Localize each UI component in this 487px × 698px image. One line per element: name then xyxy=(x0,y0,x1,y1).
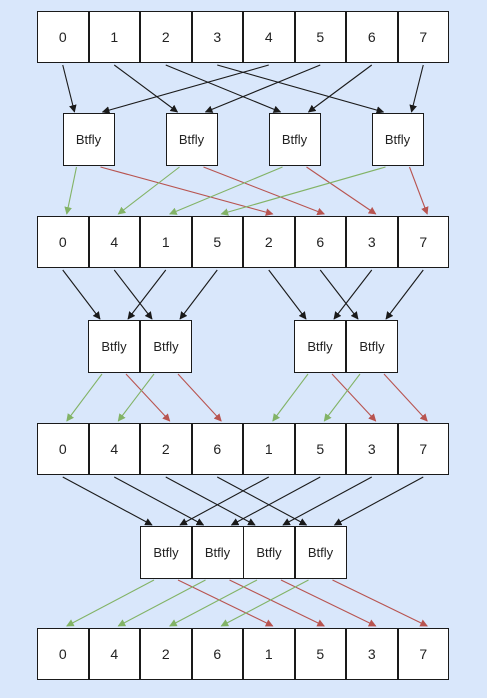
output-arrow-low xyxy=(220,166,386,216)
row-3-cell-0: 0 xyxy=(37,628,89,680)
output-arrow-high xyxy=(332,579,428,627)
output-arrow-high xyxy=(177,579,274,627)
output-arrow-high xyxy=(331,373,377,422)
input-arrow xyxy=(62,476,153,526)
output-arrow-low xyxy=(220,579,309,627)
output-arrow-high xyxy=(383,373,428,422)
input-arrow xyxy=(217,64,385,114)
input-arrow xyxy=(179,269,218,320)
row-0-cell-4: 4 xyxy=(243,11,295,63)
butterfly-stage-1-block-0: Btfly xyxy=(88,320,140,373)
row-1-cell-5: 6 xyxy=(294,216,346,268)
row-0-cell-6: 6 xyxy=(346,11,398,63)
row-2-cell-3: 6 xyxy=(191,423,243,475)
butterfly-stage-1-block-1: Btfly xyxy=(140,320,192,373)
output-arrow-low xyxy=(169,166,283,215)
input-arrow xyxy=(307,64,373,113)
row-0-cell-7: 7 xyxy=(397,11,449,63)
row-1-cell-4: 2 xyxy=(243,216,295,268)
row-2-cell-5: 5 xyxy=(294,423,346,475)
output-arrow-high xyxy=(306,166,377,215)
row-0-cell-1: 1 xyxy=(88,11,140,63)
output-arrow-low xyxy=(323,373,361,422)
input-arrow xyxy=(113,64,179,113)
row-3-cell-4: 1 xyxy=(243,628,295,680)
row-1-cell-3: 5 xyxy=(191,216,243,268)
output-arrow-low xyxy=(272,373,309,422)
butterfly-stage-0-block-2: Btfly xyxy=(268,113,321,166)
row-2-cell-6: 3 xyxy=(346,423,398,475)
row-0-cell-0: 0 xyxy=(37,11,89,63)
input-arrow xyxy=(165,64,282,113)
row-1-cell-6: 3 xyxy=(346,216,398,268)
butterfly-stage-2-block-1: Btfly xyxy=(191,526,244,579)
butterfly-stage-0-block-0: Btfly xyxy=(62,113,115,166)
input-arrow xyxy=(113,476,205,526)
row-3-cell-5: 5 xyxy=(294,628,346,680)
row-2-cell-7: 7 xyxy=(397,423,449,475)
input-arrow xyxy=(62,64,77,113)
output-arrow-high xyxy=(203,166,325,216)
row-3-cell-3: 6 xyxy=(191,628,243,680)
input-arrow xyxy=(216,476,308,526)
output-arrow-low xyxy=(64,166,78,215)
input-arrow xyxy=(101,64,269,114)
input-arrow xyxy=(165,476,256,526)
input-arrow xyxy=(127,269,167,320)
row-2-cell-2: 2 xyxy=(140,423,192,475)
row-2-cell-4: 1 xyxy=(243,423,295,475)
input-arrow xyxy=(230,476,321,526)
row-3-cell-6: 3 xyxy=(346,628,398,680)
butterfly-stage-2-block-2: Btfly xyxy=(243,526,295,579)
output-arrow-low xyxy=(169,579,258,627)
butterfly-stage-0-block-3: Btfly xyxy=(371,113,424,166)
row-1-cell-2: 1 xyxy=(140,216,192,268)
row-1-cell-0: 0 xyxy=(37,216,89,268)
output-arrow-high xyxy=(229,579,325,627)
butterfly-stage-0-block-1: Btfly xyxy=(165,113,218,166)
input-arrow xyxy=(204,64,321,113)
row-3-cell-7: 7 xyxy=(397,628,449,680)
output-arrow-high xyxy=(100,166,274,216)
butterfly-stage-1-block-3: Btfly xyxy=(346,320,398,373)
input-arrow xyxy=(409,64,424,113)
row-1-cell-7: 7 xyxy=(397,216,449,268)
input-arrow xyxy=(179,476,270,526)
output-arrow-low xyxy=(66,579,155,627)
input-arrow xyxy=(62,269,101,320)
row-0-cell-2: 2 xyxy=(140,11,192,63)
output-arrow-high xyxy=(408,166,429,215)
butterfly-stage-2-block-3: Btfly xyxy=(294,526,347,579)
input-arrow xyxy=(268,269,307,320)
input-arrow xyxy=(319,269,359,320)
row-2-cell-1: 4 xyxy=(88,423,140,475)
row-3-cell-2: 2 xyxy=(140,628,192,680)
output-arrow-low xyxy=(117,166,180,215)
row-0-cell-5: 5 xyxy=(294,11,346,63)
output-arrow-low xyxy=(66,373,103,422)
output-arrow-low xyxy=(117,579,206,627)
input-arrow xyxy=(333,476,424,526)
output-arrow-high xyxy=(177,373,222,422)
butterfly-stage-2-block-0: Btfly xyxy=(140,526,192,579)
row-0-cell-3: 3 xyxy=(191,11,243,63)
butterfly-stage-1-block-2: Btfly xyxy=(294,320,346,373)
row-2-cell-0: 0 xyxy=(37,423,89,475)
output-arrow-low xyxy=(117,373,155,422)
output-arrow-high xyxy=(280,579,377,627)
row-1-cell-1: 4 xyxy=(88,216,140,268)
output-arrow-high xyxy=(125,373,171,422)
row-3-cell-1: 4 xyxy=(88,628,140,680)
input-arrow xyxy=(113,269,153,320)
input-arrow xyxy=(385,269,424,320)
input-arrow xyxy=(282,476,373,526)
input-arrow xyxy=(333,269,373,320)
